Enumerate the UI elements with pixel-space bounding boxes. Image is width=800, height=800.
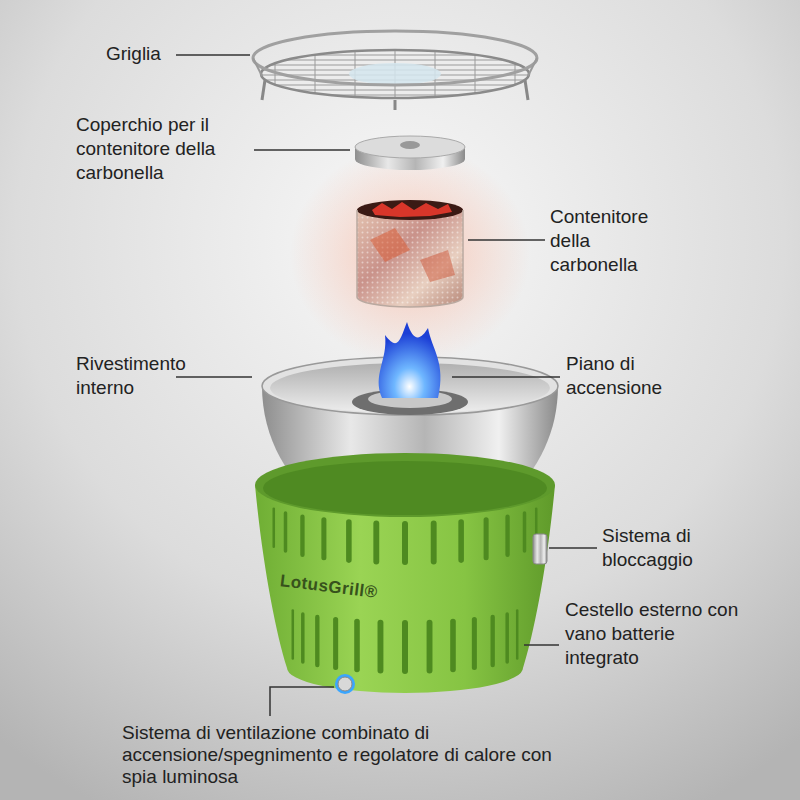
vent-slot [516, 611, 519, 659]
vent-slot [505, 517, 509, 555]
leader-line [549, 547, 597, 549]
grill [253, 31, 537, 110]
part-label: Rivestimento interno [76, 352, 206, 400]
vent-slot [373, 524, 379, 562]
vent-slot [333, 620, 338, 668]
vent-slot [450, 621, 456, 669]
vent-slot [402, 524, 408, 562]
charcoal-lid [355, 136, 465, 170]
vent-slot [321, 520, 326, 558]
vent-slot [300, 517, 304, 555]
leader-line [176, 54, 250, 56]
leader-lines [176, 55, 597, 716]
leader-line [254, 149, 350, 151]
inner-bowl [262, 322, 558, 535]
vent-slot [301, 614, 305, 662]
vent-slot [402, 623, 408, 671]
vent-slot [472, 620, 477, 668]
vent-slot [272, 509, 275, 547]
vent-slot [354, 621, 360, 669]
leader-line [524, 644, 559, 646]
leader-line [468, 239, 545, 241]
charcoal-container [357, 200, 463, 307]
vent-slot [292, 611, 295, 659]
leader-line [452, 376, 560, 378]
vent-slot [484, 520, 489, 558]
leader-line [176, 376, 252, 378]
outer-basket [255, 453, 555, 694]
vent-slot [378, 623, 384, 671]
part-label: Cestello esterno con vano batterie integ… [565, 598, 743, 670]
part-label: Contenitore della carbonella [550, 205, 675, 277]
part-label: Sistema di bloccaggio [602, 524, 732, 572]
vent-slot [458, 522, 464, 560]
vent-slot [431, 524, 437, 562]
vent-slot [523, 513, 527, 551]
part-label: Coperchio per il contenitore della carbo… [76, 113, 254, 185]
leader-line [270, 687, 334, 716]
vent-slot [427, 623, 433, 671]
part-label: Griglia [106, 42, 176, 66]
part-label: Sistema di ventilazione combinato di acc… [122, 722, 584, 788]
vent-slot [315, 617, 319, 665]
vent-slot [346, 522, 352, 560]
part-label: Piano di accensione [566, 352, 686, 400]
vent-slot [284, 513, 288, 551]
vent-slot [491, 617, 495, 665]
vent-slot [505, 614, 509, 662]
